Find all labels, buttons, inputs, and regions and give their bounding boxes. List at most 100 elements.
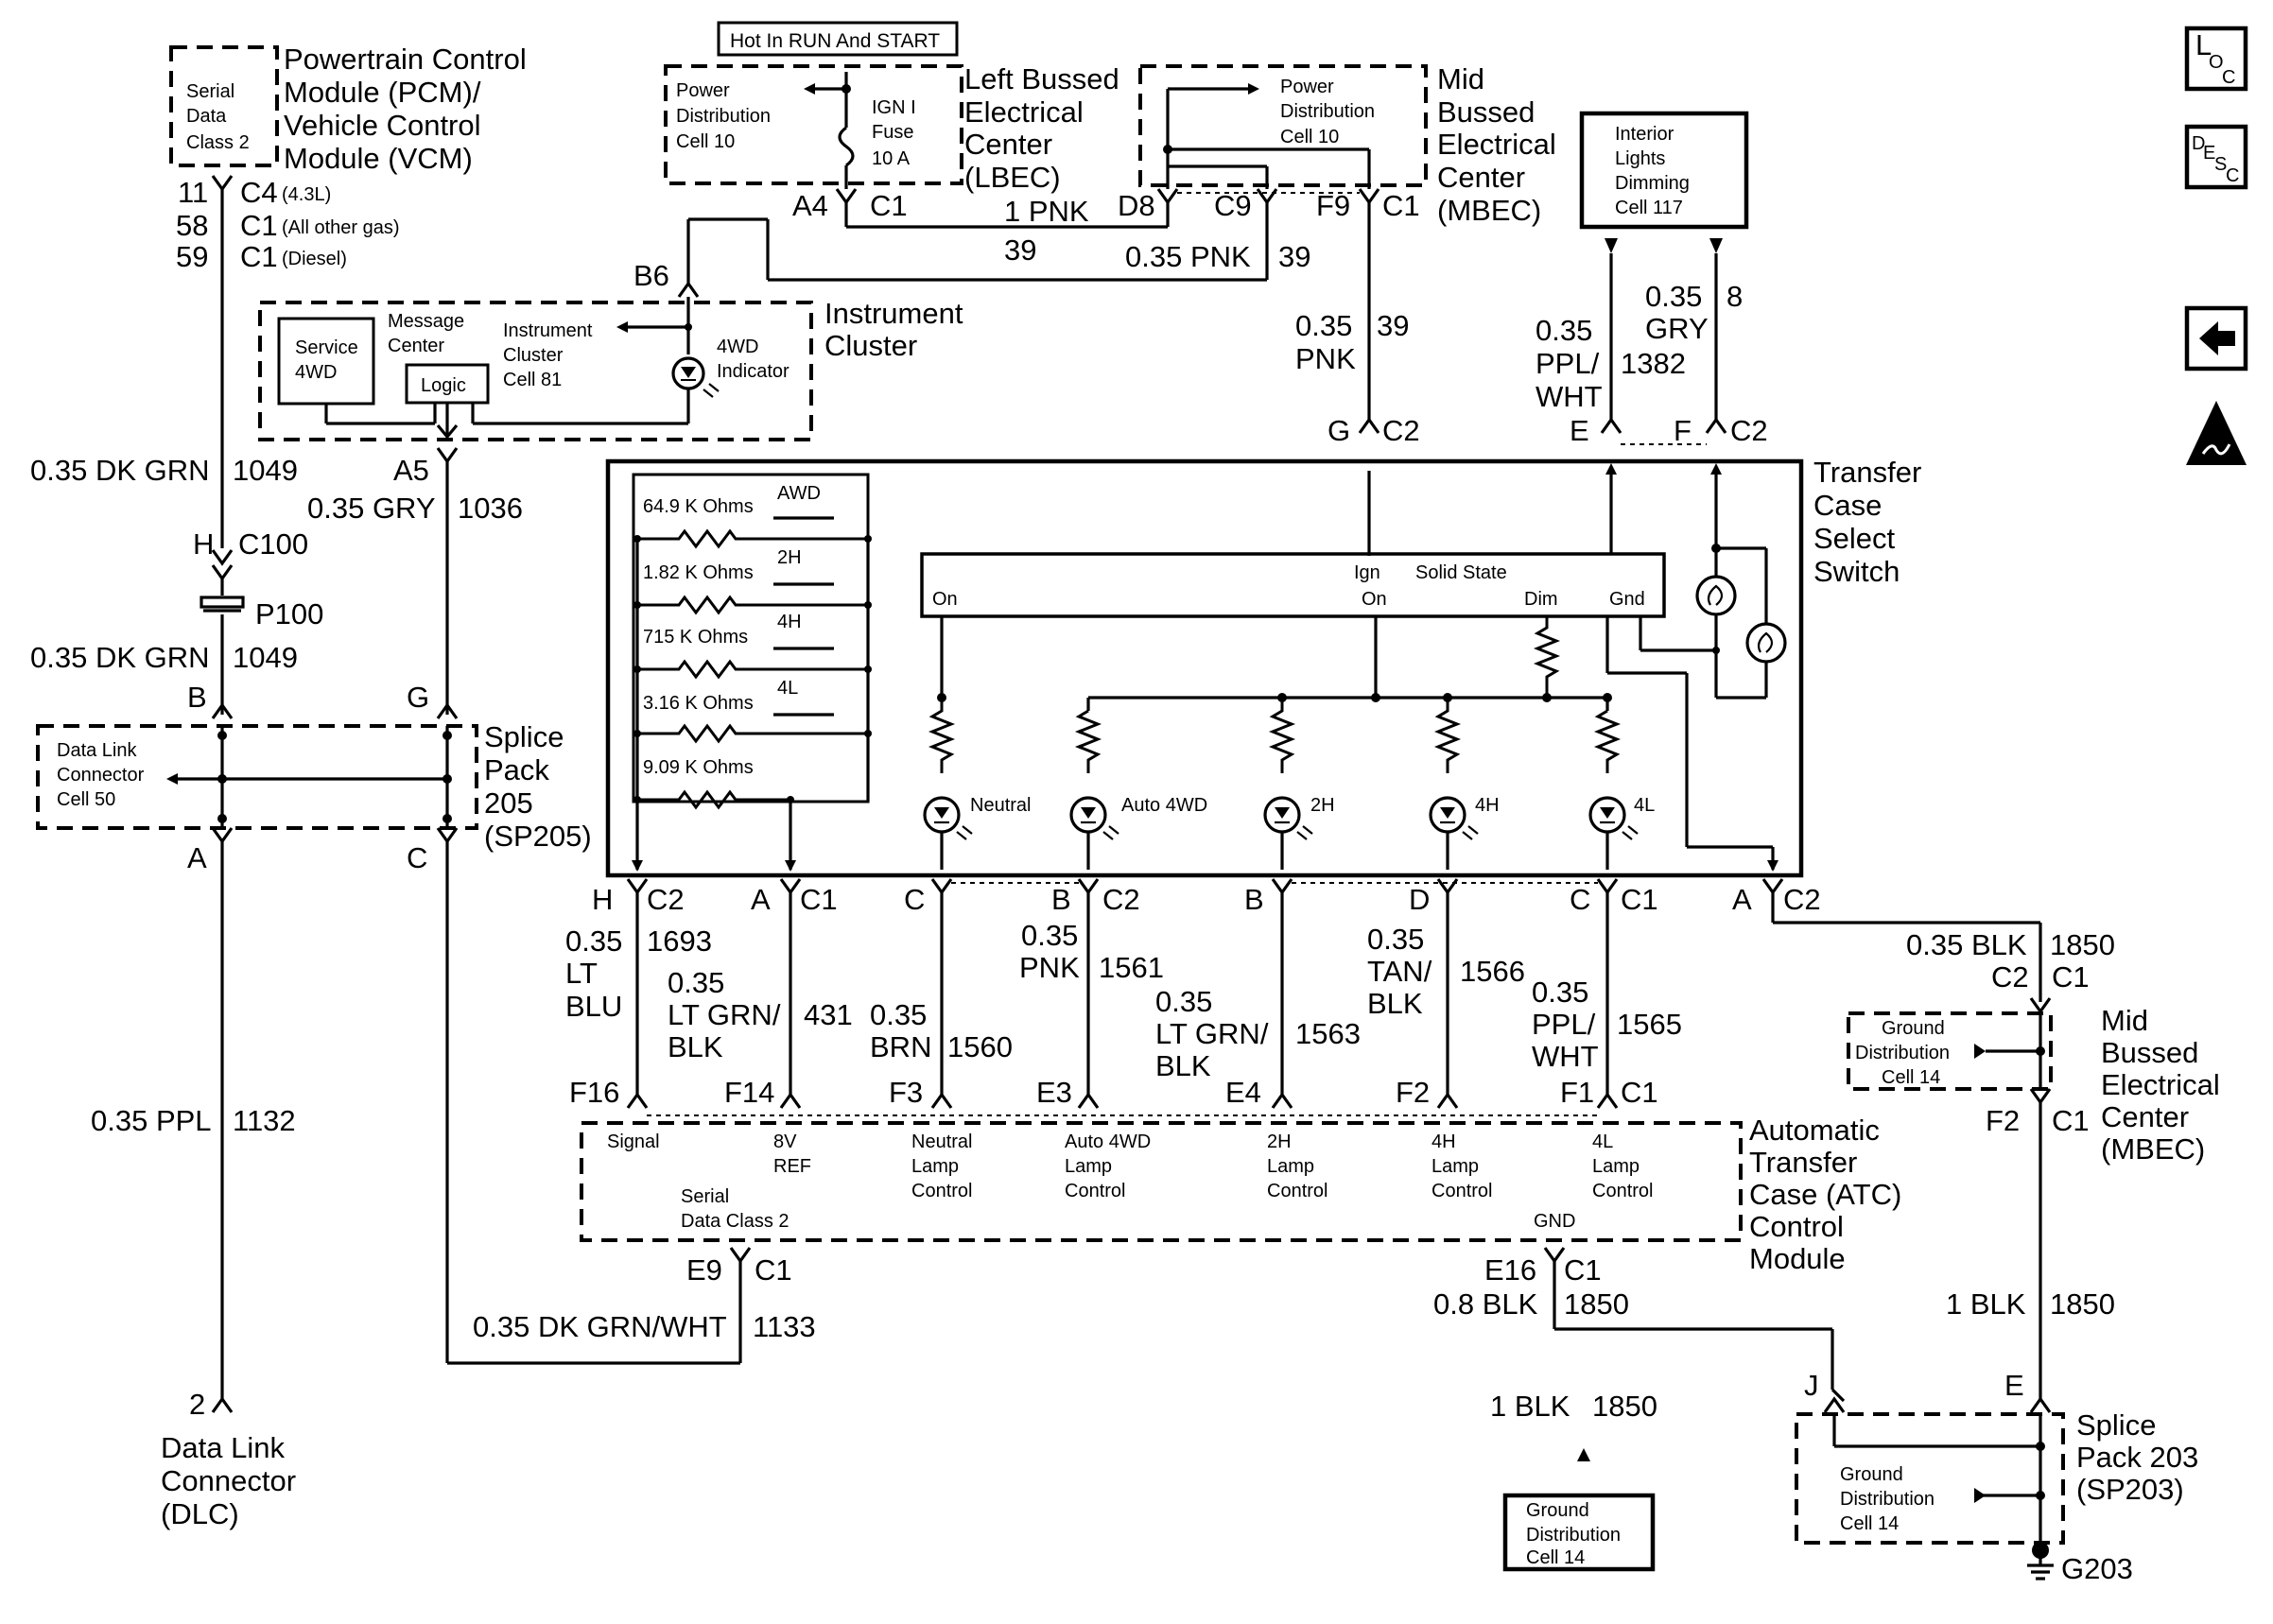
svg-text:B: B	[187, 681, 207, 714]
svg-text:(MBEC): (MBEC)	[1437, 194, 1541, 227]
svg-text:8: 8	[1726, 280, 1743, 313]
svg-text:A: A	[1732, 883, 1752, 916]
svg-text:39: 39	[1004, 233, 1036, 267]
svg-text:10 A: 10 A	[872, 148, 911, 169]
svg-text:Cell 10: Cell 10	[676, 131, 735, 152]
esd-warning-icon	[2186, 401, 2247, 465]
svg-text:Dimming: Dimming	[1615, 173, 1690, 194]
svg-text:E4: E4	[1225, 1076, 1261, 1109]
svg-text:PPL/: PPL/	[1536, 347, 1600, 380]
svg-text:0.35: 0.35	[1645, 280, 1702, 313]
back-arrow-icon[interactable]	[2184, 305, 2248, 371]
svg-text:C1: C1	[800, 883, 838, 916]
svg-text:1036: 1036	[458, 492, 523, 525]
svg-text:Module: Module	[1749, 1242, 1846, 1275]
svg-text:Mid: Mid	[1437, 62, 1484, 95]
svg-text:Electrical: Electrical	[1437, 128, 1556, 161]
svg-text:A: A	[187, 841, 207, 874]
transfer-case-select-switch: Transfer Case Select Switch 64.9 K Ohms …	[605, 456, 1921, 878]
svg-text:59: 59	[176, 240, 208, 273]
wire-1049: 0.35 DK GRN 1049 H C100 P100 0.35 DK GRN…	[30, 175, 323, 719]
svg-text:C2: C2	[647, 883, 685, 916]
svg-text:A4: A4	[792, 189, 828, 222]
svg-text:0.35: 0.35	[1532, 976, 1588, 1009]
svg-text:Cell 117: Cell 117	[1615, 198, 1683, 218]
svg-text:E3: E3	[1036, 1076, 1072, 1109]
svg-text:Ground: Ground	[1840, 1464, 1903, 1485]
svg-text:E: E	[1570, 414, 1589, 447]
svg-text:0.8 BLK: 0.8 BLK	[1433, 1287, 1538, 1321]
svg-text:Distribution: Distribution	[1855, 1043, 1950, 1063]
svg-text:LT GRN/: LT GRN/	[1155, 1017, 1269, 1050]
svg-text:Center: Center	[388, 336, 444, 356]
svg-text:Center: Center	[964, 128, 1052, 161]
svg-text:E16: E16	[1484, 1253, 1536, 1287]
svg-text:C2: C2	[1730, 414, 1768, 447]
svg-text:4L: 4L	[777, 678, 798, 699]
svg-text:Power: Power	[1280, 77, 1334, 97]
svg-text:O: O	[2209, 52, 2224, 73]
svg-text:Module (VCM): Module (VCM)	[284, 142, 473, 175]
svg-text:B: B	[1244, 883, 1264, 916]
loc-icon[interactable]: L O C	[2184, 26, 2248, 92]
svg-text:8V: 8V	[773, 1132, 797, 1152]
svg-text:Case (ATC): Case (ATC)	[1749, 1178, 1901, 1211]
svg-text:D8: D8	[1118, 189, 1155, 222]
svg-text:H: H	[592, 883, 613, 916]
svg-text:0.35 GRY: 0.35 GRY	[307, 492, 436, 525]
svg-text:1049: 1049	[233, 641, 298, 674]
svg-text:Left Bussed: Left Bussed	[964, 62, 1119, 95]
wire-39-035pnk: 0.35 PNK 39 B6	[633, 202, 1310, 298]
svg-text:715 K Ohms: 715 K Ohms	[643, 627, 748, 648]
svg-text:On: On	[1362, 589, 1387, 610]
svg-text:1561: 1561	[1099, 951, 1164, 984]
svg-text:Splice: Splice	[2076, 1408, 2156, 1442]
svg-text:Control: Control	[1267, 1181, 1327, 1201]
svg-text:TAN/: TAN/	[1367, 955, 1432, 988]
svg-text:C2: C2	[1382, 414, 1420, 447]
pcm-module: Serial Data Class 2 Powertrain Control M…	[169, 43, 527, 273]
fuse-icon	[838, 126, 855, 167]
svg-text:Distribution: Distribution	[1526, 1525, 1621, 1546]
svg-text:4WD: 4WD	[295, 362, 337, 383]
svg-text:Bussed: Bussed	[2101, 1036, 2198, 1069]
svg-text:H: H	[193, 527, 214, 561]
svg-text:4L: 4L	[1634, 795, 1655, 816]
svg-text:Control: Control	[1749, 1210, 1844, 1243]
svg-text:Serial: Serial	[186, 81, 234, 102]
wire-1132: 0.35 PPL 1132 2 Data Link Connector (DLC…	[91, 841, 296, 1530]
svg-text:LT: LT	[565, 957, 598, 990]
svg-text:0.35 PPL: 0.35 PPL	[91, 1104, 212, 1137]
wire-39-pnk-ign: 0.35 PNK 39 G C2	[1295, 202, 1420, 556]
svg-text:BLU: BLU	[565, 990, 622, 1023]
svg-text:Indicator: Indicator	[717, 361, 789, 382]
desc-icon[interactable]: D E S C	[2184, 124, 2248, 190]
svg-text:C: C	[407, 841, 427, 874]
svg-text:J: J	[1804, 1369, 1819, 1402]
svg-text:Data: Data	[186, 106, 227, 127]
svg-text:(All other gas): (All other gas)	[282, 217, 400, 238]
svg-text:Control: Control	[1065, 1181, 1125, 1201]
svg-text:0.35: 0.35	[668, 966, 724, 999]
svg-text:PNK: PNK	[1295, 342, 1356, 375]
hot-in-run-start-label: Hot In RUN And START	[717, 21, 959, 57]
svg-text:Gnd: Gnd	[1609, 589, 1645, 610]
svg-text:(SP203): (SP203)	[2076, 1473, 2184, 1506]
svg-text:F9: F9	[1316, 189, 1350, 222]
svg-text:64.9 K Ohms: 64.9 K Ohms	[643, 496, 754, 517]
svg-text:Auto 4WD: Auto 4WD	[1065, 1132, 1151, 1152]
svg-text:Signal: Signal	[607, 1132, 660, 1152]
svg-text:Lamp: Lamp	[911, 1156, 959, 1177]
svg-text:0.35: 0.35	[1155, 985, 1212, 1018]
svg-text:F3: F3	[889, 1076, 923, 1109]
svg-text:1850: 1850	[2050, 928, 2115, 961]
svg-text:G: G	[1327, 414, 1350, 447]
svg-text:1 BLK: 1 BLK	[1946, 1287, 2026, 1321]
svg-text:Hot In RUN And START: Hot In RUN And START	[730, 30, 940, 52]
svg-text:BRN: BRN	[870, 1030, 931, 1063]
wire-1133: 0.35 DK GRN/WHT 1133	[445, 841, 816, 1365]
svg-text:Cluster: Cluster	[503, 345, 564, 366]
svg-text:GND: GND	[1534, 1211, 1575, 1232]
wire-1850-right: 0.35 BLK 1850 C2 C1	[1771, 892, 2115, 1014]
svg-text:1560: 1560	[947, 1030, 1013, 1063]
